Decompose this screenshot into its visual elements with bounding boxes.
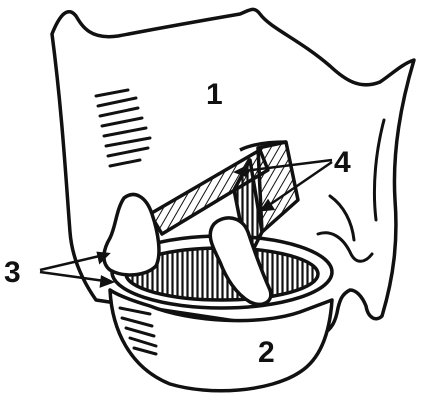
label-thyroid-cartilage: 1 bbox=[206, 78, 223, 111]
label-arytenoid-cartilages: 3 bbox=[4, 256, 21, 289]
label-vocal-ligaments: 4 bbox=[334, 146, 351, 179]
label-cricoid-cartilage: 2 bbox=[258, 336, 275, 369]
